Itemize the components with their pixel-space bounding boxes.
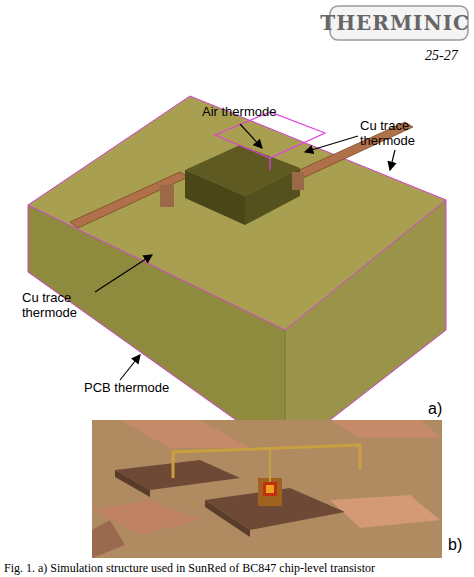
- part-label: PCB thermode: [84, 380, 169, 395]
- panel-label: a): [428, 400, 442, 418]
- air-thermode: [215, 112, 325, 170]
- page-number: 25-27: [425, 48, 458, 64]
- render-3d: [92, 420, 442, 558]
- panel-label: b): [448, 536, 462, 554]
- part-label: Cu trace thermode: [360, 118, 450, 148]
- part-label: Cu trace thermode: [22, 290, 102, 320]
- leader-line: [95, 124, 395, 380]
- pcb-slab: [28, 96, 446, 455]
- part-label: Air thermode: [202, 104, 276, 119]
- transistor-package: [160, 145, 304, 225]
- figure-caption: Fig. 1. a) Simulation structure used in …: [4, 561, 375, 575]
- logo-text: THERMINIC: [320, 12, 470, 35]
